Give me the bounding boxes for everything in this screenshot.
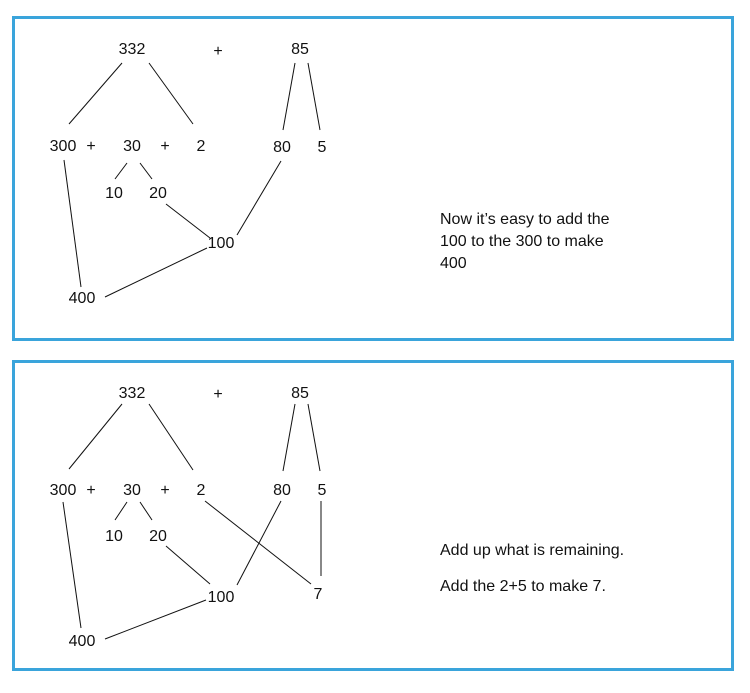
number-100: 100 [207, 235, 235, 252]
plus-sign: + [86, 482, 96, 499]
number-20: 20 [149, 528, 167, 545]
line-85-5 [307, 403, 321, 472]
plus-sign: + [213, 386, 223, 403]
plus-sign: + [160, 138, 170, 155]
line-300-400 [63, 159, 82, 288]
line-30-20 [139, 162, 153, 180]
number-5: 5 [317, 482, 327, 499]
line-100-400 [104, 247, 208, 298]
line-85-80 [282, 62, 296, 131]
line-30-10 [114, 162, 128, 180]
explanation-text: Now it’s easy to add the 100 to the 300 … [440, 211, 610, 272]
explanation-text: Add up what is remaining. Add the 2+5 to… [440, 540, 650, 612]
number-80: 80 [273, 482, 291, 499]
bottom-connector-lines [62, 403, 322, 640]
number-400: 400 [68, 633, 96, 650]
number-300: 300 [49, 482, 77, 499]
number-10: 10 [105, 185, 123, 202]
line-20-100 [165, 545, 211, 585]
line-80-100 [236, 160, 282, 236]
number-5: 5 [317, 139, 327, 156]
number-7: 7 [313, 586, 323, 603]
number-85: 85 [291, 41, 309, 58]
line-332-300 [68, 403, 123, 470]
number-400: 400 [68, 290, 96, 307]
line-20-100 [165, 203, 211, 239]
line-2-7 [204, 500, 312, 585]
number-20: 20 [149, 185, 167, 202]
plus-sign: + [86, 138, 96, 155]
explanation-line: Add up what is remaining. [440, 542, 625, 559]
line-30-10 [114, 501, 128, 521]
number-85: 85 [291, 385, 309, 402]
number-2: 2 [196, 138, 206, 155]
bottom-panel: 332 + 85 300 + 30 + 2 80 5 10 20 100 7 4… [12, 360, 734, 671]
plus-sign: + [213, 43, 223, 60]
number-332: 332 [118, 41, 146, 58]
plus-sign: + [160, 482, 170, 499]
number-300: 300 [49, 138, 77, 155]
number-2: 2 [196, 482, 206, 499]
number-30: 30 [123, 482, 141, 499]
explanation-line: Add the 2+5 to make 7. [440, 578, 606, 595]
number-10: 10 [105, 528, 123, 545]
number-100: 100 [207, 589, 235, 606]
number-30: 30 [123, 138, 141, 155]
top-panel: 332 + 85 300 + 30 + 2 80 5 10 20 100 400… [12, 16, 734, 341]
line-332-2 [148, 62, 194, 125]
number-80: 80 [273, 139, 291, 156]
top-connector-lines [63, 62, 321, 298]
line-85-80 [282, 403, 296, 472]
line-332-2 [148, 403, 194, 471]
line-85-5 [307, 62, 321, 131]
line-332-300 [68, 62, 123, 125]
line-30-20 [139, 501, 153, 521]
line-100-400 [104, 599, 207, 640]
line-300-400 [62, 501, 82, 629]
number-332: 332 [118, 385, 146, 402]
